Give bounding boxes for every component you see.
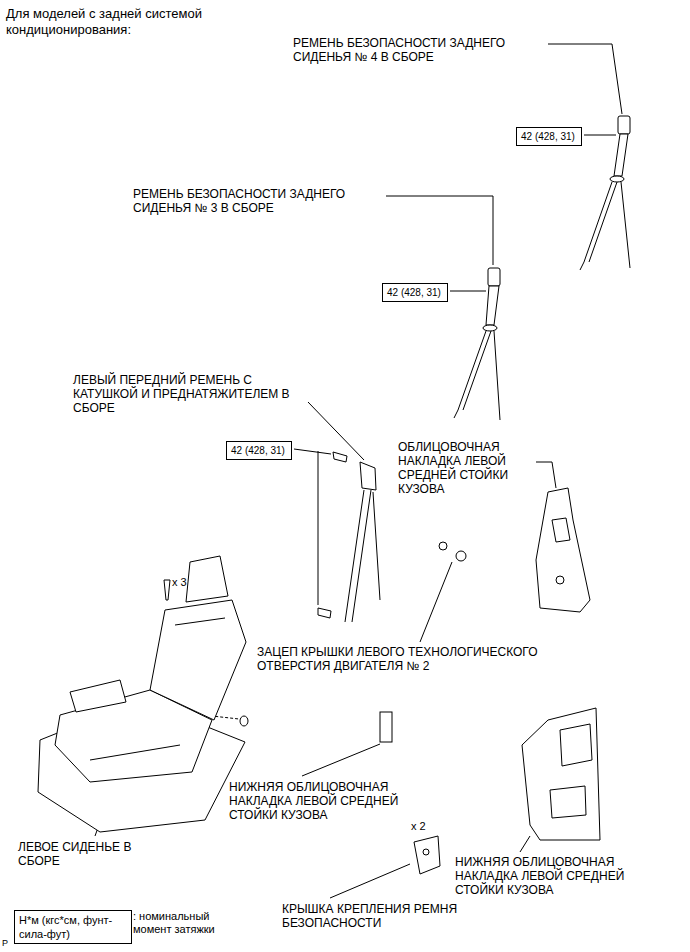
part-label: P: [2, 938, 14, 949]
part-label: РЕМЕНЬ БЕЗОПАСНОСТИ ЗАДНЕГО СИДЕНЬЯ № 4 …: [293, 36, 545, 64]
seat: [38, 556, 248, 832]
clip: [439, 542, 466, 561]
torque-value: 42 (428, 31): [521, 131, 575, 142]
part-label: КРЫШКА КРЕПЛЕНИЯ РЕМНЯ БЕЗОПАСНОСТИ: [282, 902, 482, 930]
torque-box: 42 (428, 31): [382, 283, 448, 302]
part-label: РЕМЕНЬ БЕЗОПАСНОСТИ ЗАДНЕГО СИДЕНЬЯ № 3 …: [133, 187, 383, 215]
torque-value: Н*м (кгс*см, фунт-сила-фут): [19, 914, 112, 940]
part-label: ОБЛИЦОВОЧНАЯ НАКЛАДКА ЛЕВОЙ СРЕДНЕЙ СТОЙ…: [398, 440, 530, 496]
torque-legend-box: Н*м (кгс*см, фунт-сила-фут): [14, 910, 132, 944]
torque-box: 42 (428, 31): [516, 127, 582, 146]
part-label: ЛЕВОЕ СИДЕНЬЕ В СБОРЕ: [18, 840, 166, 868]
rear-belt-4: [580, 116, 630, 270]
part-label: НИЖНЯЯ ОБЛИЦОВОЧНАЯ НАКЛАДКА ЛЕВОЙ СРЕДН…: [455, 855, 667, 897]
part-label: x 2: [411, 820, 441, 833]
torque-box: 42 (428, 31): [226, 441, 292, 460]
diagram-title: Для моделей с задней системой кондициони…: [6, 6, 216, 38]
part-label: : номинальный момент затяжки: [133, 910, 243, 936]
pillar-trim: [536, 488, 590, 612]
lower-pillar-panel: [522, 708, 600, 840]
part-label: ЗАЦЕП КРЫШКИ ЛЕВОГО ТЕХНОЛОГИЧЕСКОГО ОТВ…: [257, 645, 592, 673]
small-trim: [380, 712, 392, 742]
front-belt: [318, 452, 380, 622]
part-label: x 3: [172, 576, 202, 589]
torque-value: 42 (428, 31): [387, 287, 441, 298]
part-label: НИЖНЯЯ ОБЛИЦОВОЧНАЯ НАКЛАДКА ЛЕВОЙ СРЕДН…: [229, 780, 439, 822]
anchor-cover: [414, 836, 440, 874]
torque-value: 42 (428, 31): [231, 445, 285, 456]
part-label: ЛЕВЫЙ ПЕРЕДНИЙ РЕМЕНЬ С КАТУШКОЙ И ПРЕДН…: [73, 373, 315, 415]
